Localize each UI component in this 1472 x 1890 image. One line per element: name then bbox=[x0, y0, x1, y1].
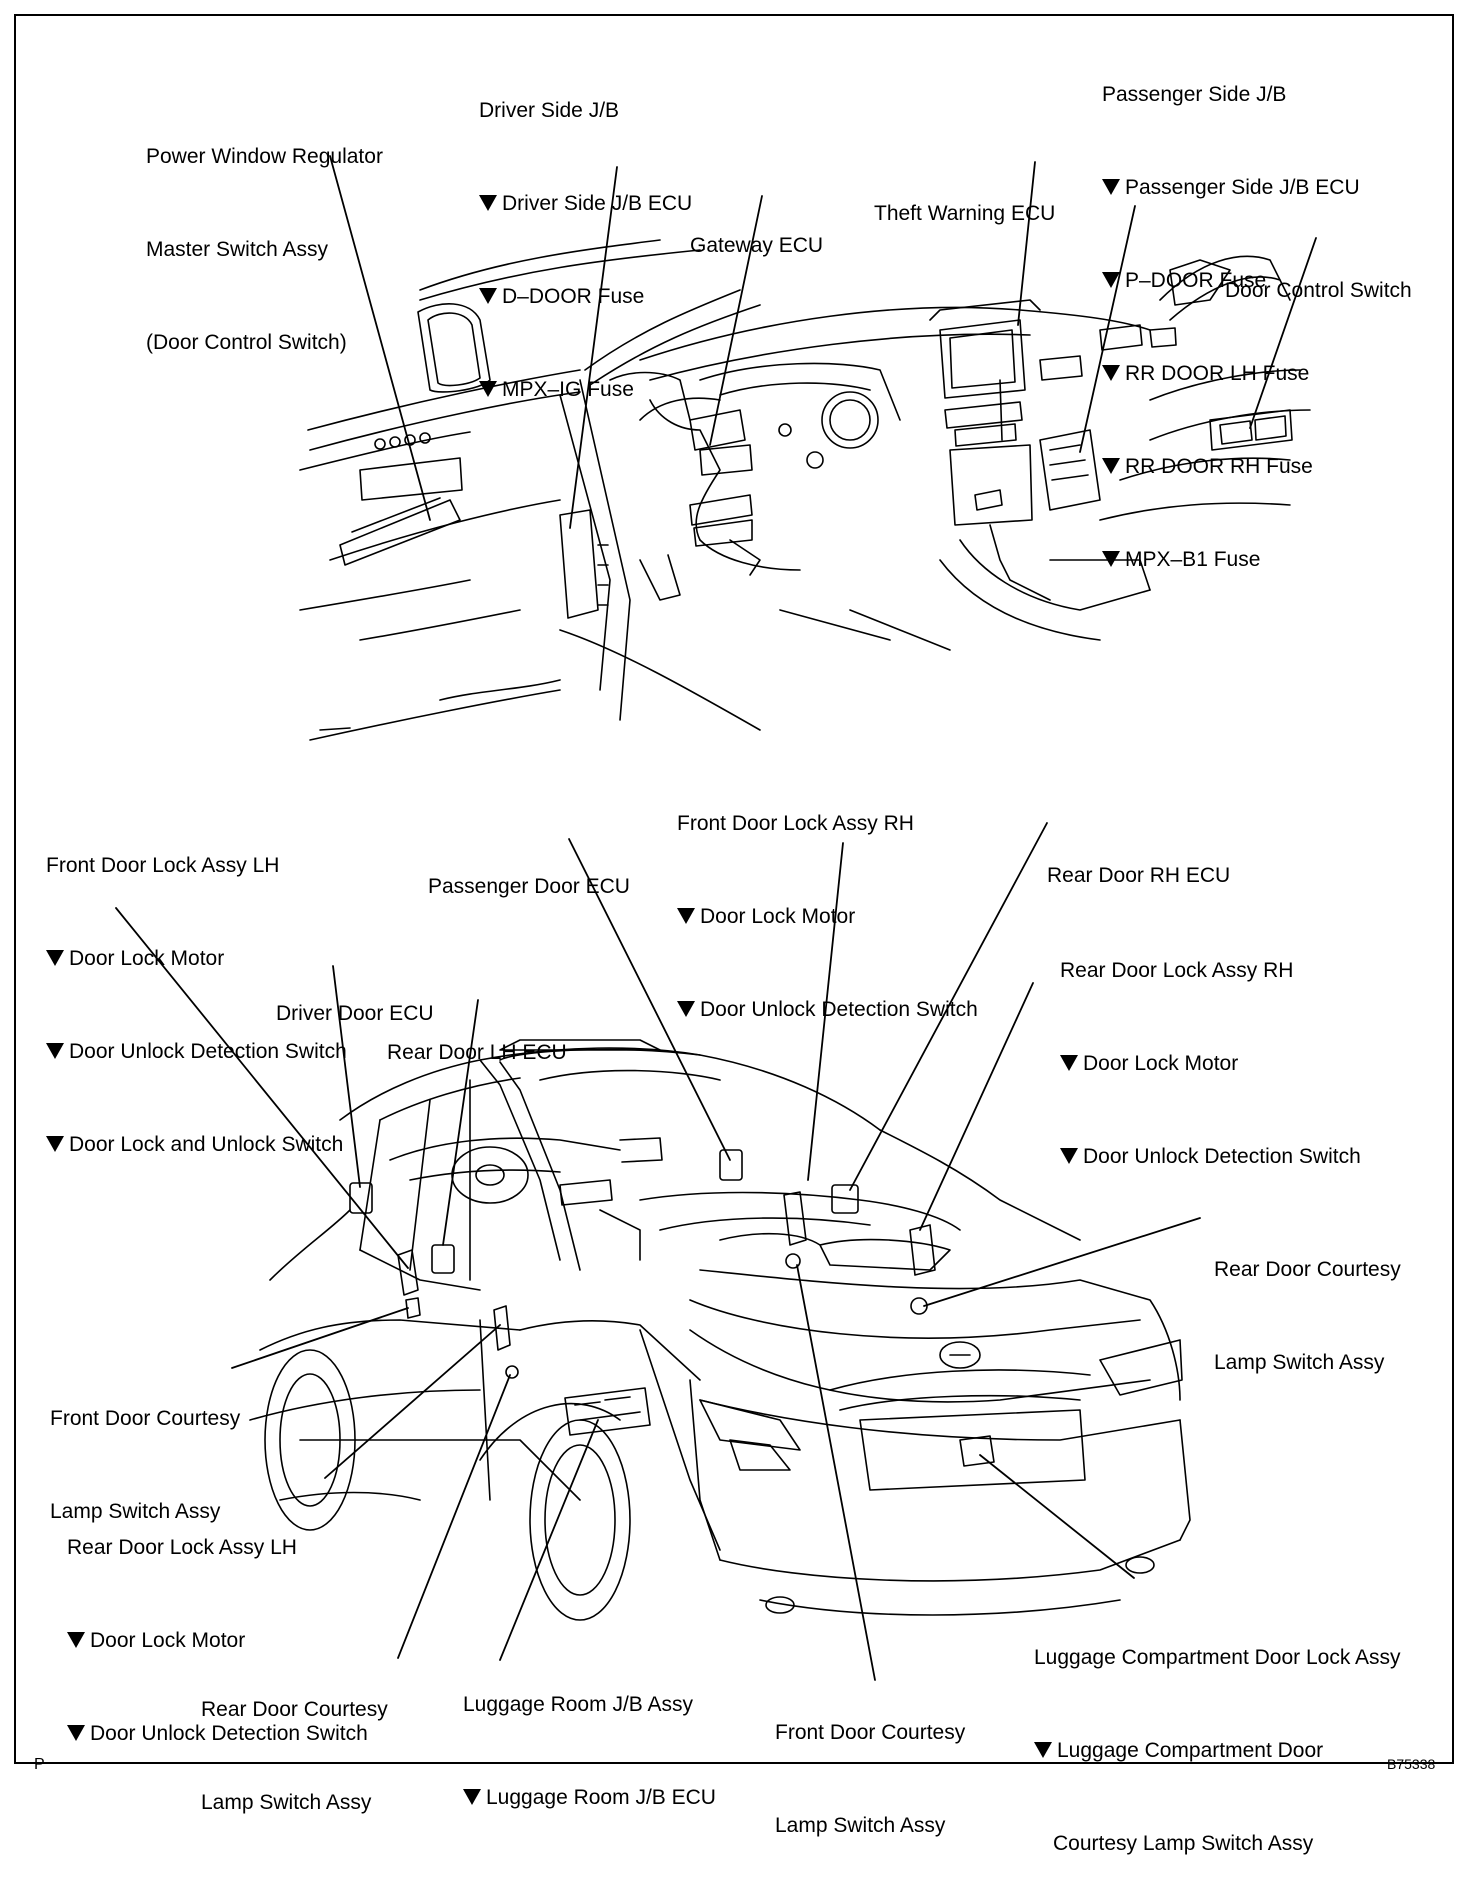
down-triangle-icon bbox=[1102, 551, 1120, 567]
driver-door-ecu-label: Driver Door ECU bbox=[276, 1002, 434, 1025]
down-triangle-icon bbox=[463, 1789, 481, 1805]
luggage-room-jb-label: Luggage Room J/B Assy Luggage Room J/B E… bbox=[463, 1693, 716, 1809]
figure-frame bbox=[14, 14, 1454, 1764]
corner-mark: P bbox=[34, 1756, 45, 1773]
parts-location-illustration bbox=[115, 155, 1317, 1681]
down-triangle-icon bbox=[67, 1725, 85, 1741]
rear-door-lock-lh-label: Rear Door Lock Assy LH Door Lock Motor D… bbox=[67, 1536, 368, 1745]
sedan-exterior-drawing bbox=[249, 1039, 1191, 1621]
down-triangle-icon bbox=[1102, 365, 1120, 381]
passenger-door-ecu-label: Passenger Door ECU bbox=[428, 875, 630, 898]
front-door-courtesy-switch-rh-label: Front Door Courtesy Lamp Switch Assy bbox=[775, 1721, 966, 1837]
down-triangle-icon bbox=[46, 950, 64, 966]
down-triangle-icon bbox=[46, 1043, 64, 1059]
down-triangle-icon bbox=[1060, 1055, 1078, 1071]
power-window-master-switch-label: Power Window Regulator Master Switch Ass… bbox=[146, 145, 383, 354]
front-door-lock-lh-label: Front Door Lock Assy LH Door Lock Motor … bbox=[46, 854, 347, 1156]
down-triangle-icon bbox=[1034, 1742, 1052, 1758]
down-triangle-icon bbox=[46, 1136, 64, 1152]
rear-door-courtesy-switch-lh-label: Rear Door Courtesy Lamp Switch Assy bbox=[201, 1698, 388, 1814]
luggage-door-lock-label: Luggage Compartment Door Lock Assy Lugga… bbox=[1034, 1646, 1401, 1855]
front-door-lock-rh-label: Front Door Lock Assy RH Door Lock Motor … bbox=[677, 812, 978, 1021]
passenger-side-jb-label: Passenger Side J/B Passenger Side J/B EC… bbox=[1102, 83, 1360, 571]
leader-lines bbox=[115, 155, 1317, 1681]
down-triangle-icon bbox=[67, 1632, 85, 1648]
gateway-ecu-label: Gateway ECU bbox=[690, 234, 824, 257]
rear-door-courtesy-switch-rh-label: Rear Door Courtesy Lamp Switch Assy bbox=[1214, 1258, 1401, 1374]
figure-code: B75338 bbox=[1387, 1756, 1436, 1772]
down-triangle-icon bbox=[677, 908, 695, 924]
down-triangle-icon bbox=[1102, 458, 1120, 474]
rear-door-rh-ecu-label: Rear Door RH ECU bbox=[1047, 864, 1231, 887]
front-door-courtesy-switch-lh-label: Front Door Courtesy Lamp Switch Assy bbox=[50, 1407, 241, 1523]
rear-door-lh-ecu-label: Rear Door LH ECU bbox=[387, 1041, 567, 1064]
down-triangle-icon bbox=[479, 288, 497, 304]
rear-door-lock-rh-label: Rear Door Lock Assy RH Door Lock Motor D… bbox=[1060, 959, 1361, 1168]
down-triangle-icon bbox=[1102, 179, 1120, 195]
down-triangle-icon bbox=[479, 195, 497, 211]
down-triangle-icon bbox=[677, 1001, 695, 1017]
theft-warning-ecu-label: Theft Warning ECU bbox=[874, 202, 1056, 225]
down-triangle-icon bbox=[1060, 1148, 1078, 1164]
driver-side-jb-label: Driver Side J/B Driver Side J/B ECU D–DO… bbox=[479, 99, 693, 401]
down-triangle-icon bbox=[479, 381, 497, 397]
door-control-switch-label: Door Control Switch bbox=[1225, 279, 1412, 302]
down-triangle-icon bbox=[1102, 272, 1120, 288]
